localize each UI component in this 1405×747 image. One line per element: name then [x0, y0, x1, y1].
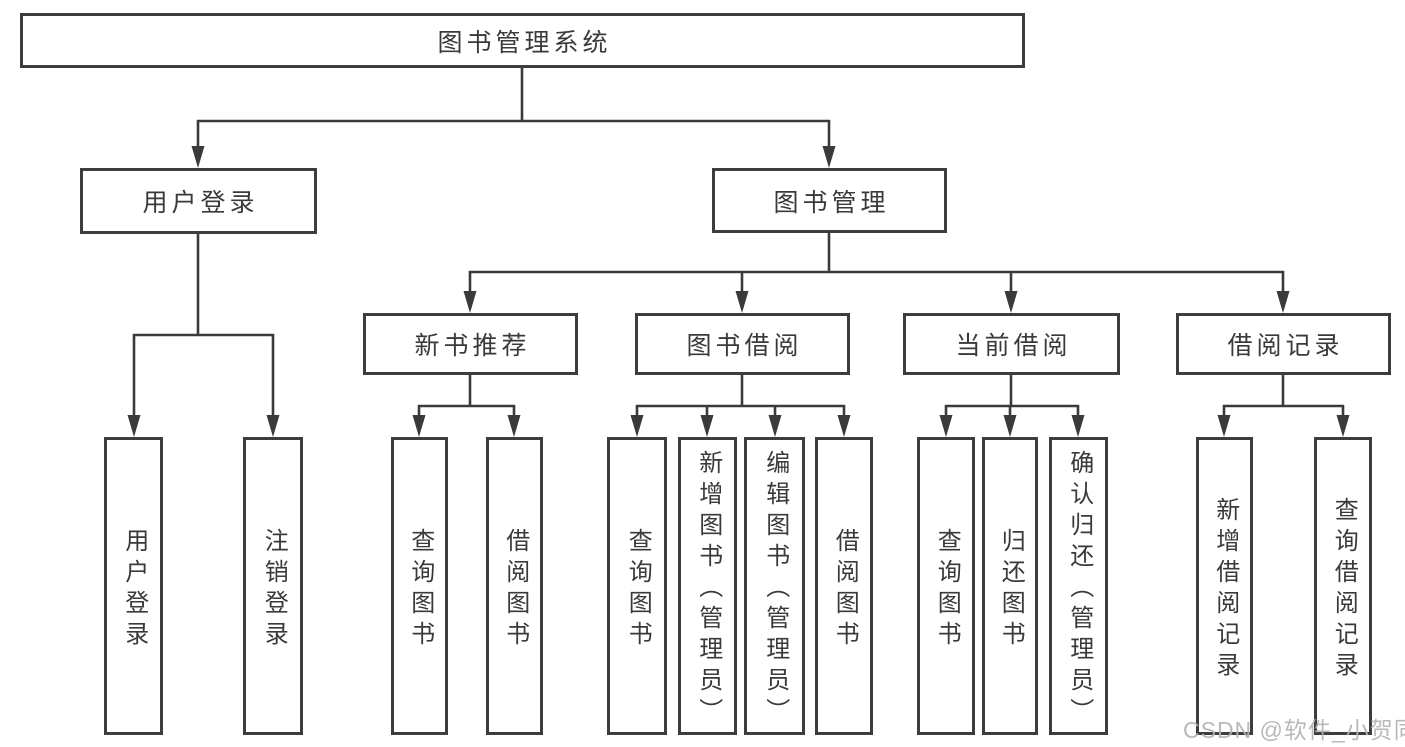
leaf-edit-books-admin-label: 编辑图书（管理员）	[761, 450, 789, 729]
leaf-query-books-3-label: 查询图书	[933, 527, 961, 652]
node-new-book-recommend: 新书推荐	[363, 313, 578, 375]
node-library-system: 图书管理系统	[20, 13, 1025, 68]
leaf-query-borrow-record: 查询借阅记录	[1314, 437, 1372, 735]
leaf-user-login: 用户登录	[104, 437, 163, 735]
node-current-borrowing: 当前借阅	[903, 313, 1120, 375]
node-book-management: 图书管理	[712, 168, 947, 233]
node-borrowing-records: 借阅记录	[1176, 313, 1391, 375]
leaf-edit-books-admin: 编辑图书（管理员）	[744, 437, 805, 735]
node-user-login: 用户登录	[80, 168, 317, 234]
leaf-query-books-3: 查询图书	[917, 437, 975, 735]
leaf-return-books: 归还图书	[982, 437, 1038, 735]
node-borrowing-records-label: 借阅记录	[1227, 332, 1344, 360]
watermark: CSDN @软件_小贺同学	[1183, 717, 1405, 743]
leaf-add-books-admin: 新增图书（管理员）	[678, 437, 737, 735]
arrowheads	[127, 146, 1350, 437]
node-current-borrowing-label: 当前借阅	[955, 332, 1072, 360]
leaf-borrow-books-2: 借阅图书	[815, 437, 873, 735]
leaf-query-books-1-label: 查询图书	[406, 527, 434, 652]
leaf-query-books-2: 查询图书	[607, 437, 667, 735]
leaf-borrow-books-1: 借阅图书	[486, 437, 543, 735]
leaf-confirm-return-admin-label: 确认归还（管理员）	[1065, 450, 1093, 729]
leaf-confirm-return-admin: 确认归还（管理员）	[1049, 437, 1108, 735]
leaf-borrow-books-1-label: 借阅图书	[501, 527, 529, 652]
node-new-book-recommend-label: 新书推荐	[414, 332, 531, 360]
leaf-user-login-label: 用户登录	[120, 527, 148, 652]
leaf-query-books-2-label: 查询图书	[624, 527, 652, 652]
node-book-borrowing-label: 图书借阅	[686, 332, 803, 360]
leaf-add-borrow-record: 新增借阅记录	[1196, 437, 1253, 735]
leaf-add-borrow-record-label: 新增借阅记录	[1211, 496, 1239, 683]
leaf-logout: 注销登录	[243, 437, 303, 735]
leaf-add-books-admin-label: 新增图书（管理员）	[694, 450, 722, 729]
node-book-borrowing: 图书借阅	[635, 313, 850, 375]
leaf-query-books-1: 查询图书	[391, 437, 448, 735]
leaf-borrow-books-2-label: 借阅图书	[831, 527, 859, 652]
node-library-system-label: 图书管理系统	[437, 28, 612, 57]
leaf-logout-label: 注销登录	[260, 527, 288, 652]
node-book-management-label: 图书管理	[773, 188, 890, 217]
leaf-return-books-label: 归还图书	[997, 527, 1025, 652]
leaf-query-borrow-record-label: 查询借阅记录	[1330, 496, 1358, 683]
node-user-login-label: 用户登录	[142, 189, 259, 217]
